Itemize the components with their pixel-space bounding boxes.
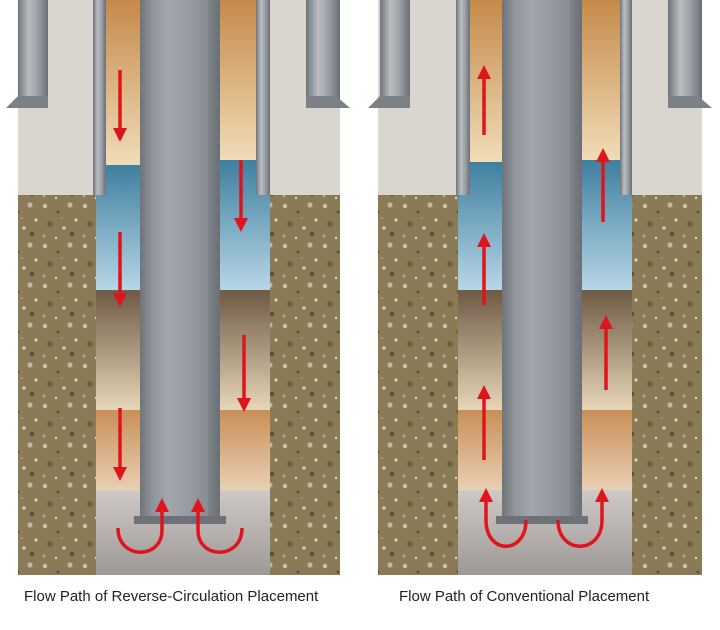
inner-casing-wall-left (93, 0, 106, 195)
inner-casing-wall-right (256, 0, 270, 195)
casing-shoe-left (6, 96, 48, 108)
arrow-uturn-right (191, 498, 244, 554)
tubing-collar-right (496, 516, 588, 524)
arrow-uturn-left (116, 498, 169, 554)
outer-casing-left (18, 0, 48, 108)
casing-shoe-right-2 (668, 96, 712, 108)
outer-casing-right (306, 0, 340, 108)
slurry-band (96, 290, 140, 410)
lower-band-2r (582, 410, 632, 490)
flow-arrows-reverse (113, 70, 251, 554)
lower-band (96, 410, 140, 490)
arrow-uturn-right-2 (556, 488, 609, 548)
inner-casing-wall-left-2 (456, 0, 470, 195)
tubing-collar-left (134, 516, 226, 524)
conventional-diagram (368, 0, 712, 575)
tubing-bore-left (152, 0, 208, 520)
formation-rock-left-outer (18, 195, 98, 575)
arrow-uturn-left-2 (479, 488, 528, 548)
casing-shoe-left-2 (368, 96, 410, 108)
caption-reverse-circulation: Flow Path of Reverse-Circulation Placeme… (24, 588, 319, 605)
mud-band-2r (582, 0, 620, 160)
lower-band-2 (458, 410, 502, 490)
mud-band-r (220, 0, 256, 160)
outer-casing-left-2 (380, 0, 410, 108)
formation-rock-right-outer-2 (632, 195, 702, 575)
inner-casing-wall-right-2 (620, 0, 632, 195)
casing-shoe-right (306, 96, 350, 108)
reverse-circulation-diagram (6, 0, 350, 575)
flow-arrows-conventional (477, 65, 613, 548)
tubing-bore-right (514, 0, 570, 520)
slurry-band-2 (458, 290, 502, 410)
outer-casing-right-2 (668, 0, 702, 108)
formation-rock-right-outer (270, 195, 340, 575)
formation-rock-left-outer-2 (378, 195, 458, 575)
mud-band (106, 0, 140, 165)
caption-conventional: Flow Path of Conventional Placement (399, 588, 650, 605)
lower-band-r (220, 410, 270, 490)
mud-band-2 (470, 0, 502, 162)
